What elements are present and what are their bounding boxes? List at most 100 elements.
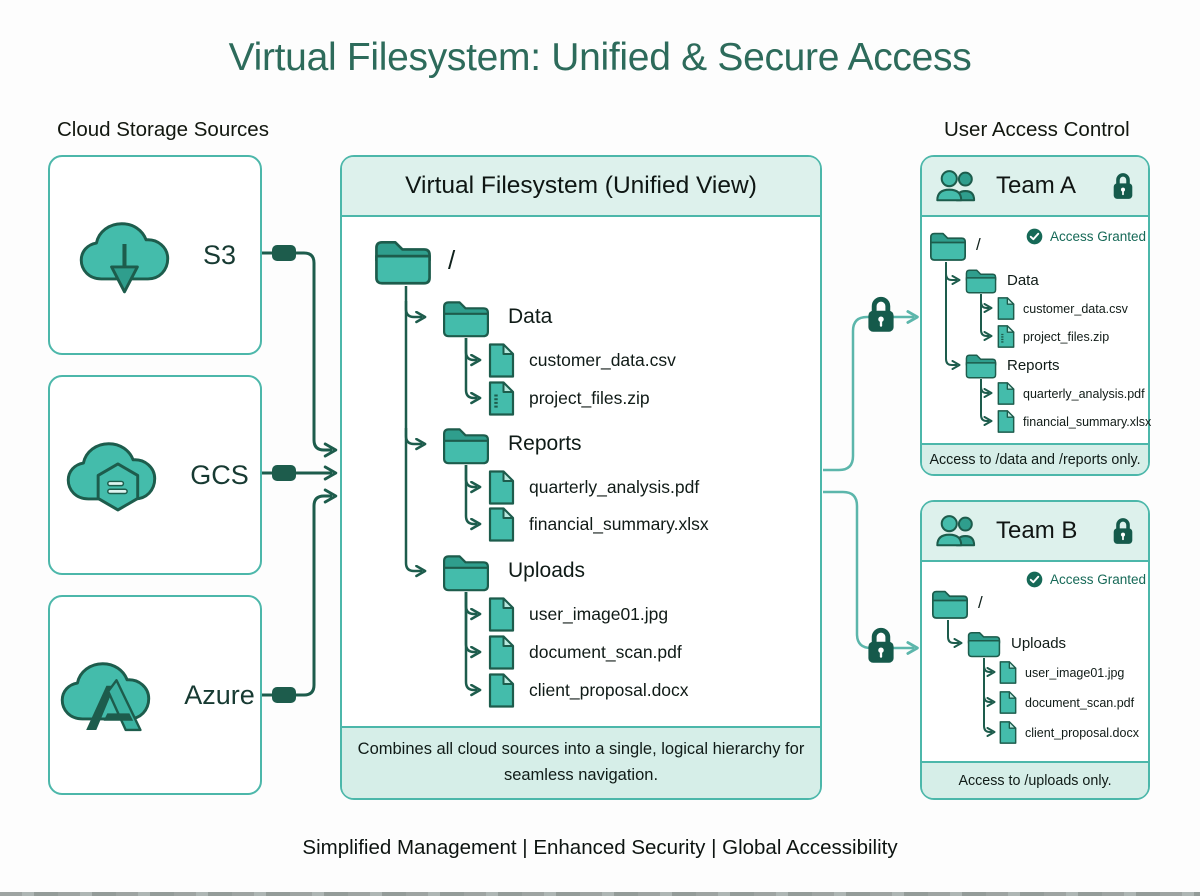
folder-icon: [966, 628, 1002, 658]
folder-label: Uploads: [508, 559, 586, 582]
footer-tagline: Simplified Management | Enhanced Securit…: [302, 836, 898, 859]
vfs-root-label: /: [448, 244, 456, 275]
vfs-file-row: financial_summary.xlsx: [486, 506, 709, 543]
source-box-s3: S3: [48, 155, 262, 355]
file-label: customer_data.csv: [529, 350, 676, 370]
team-b-note-strip: Access to /uploads only.: [922, 761, 1148, 798]
team-b-root-row: /: [930, 586, 983, 620]
file-label: customer_data.csv: [1023, 301, 1128, 316]
source-box-gcs: GCS: [48, 375, 262, 575]
bottom-edge-artifact: [0, 892, 1200, 896]
folder-icon: [372, 234, 434, 286]
cloud-storage-icon: [61, 429, 173, 521]
access-section-label: User Access Control: [944, 118, 1130, 141]
team-b-file-row: client_proposal.docx: [998, 720, 1139, 745]
source-box-azure: Azure: [48, 595, 262, 795]
plug-icon: [272, 687, 296, 703]
team-a-folder-row: Reports: [964, 351, 1060, 379]
team-a-note: Access to /data and /reports only.: [929, 451, 1141, 468]
vfs-root-row: /: [372, 234, 455, 286]
cloud-download-icon: [74, 209, 186, 301]
file-icon: [998, 690, 1018, 715]
file-icon: [486, 469, 517, 506]
file-label: document_scan.pdf: [529, 642, 682, 662]
team-b-folder-row: Uploads: [966, 628, 1066, 658]
lock-icon: [868, 630, 893, 663]
team-b-header: Team B: [922, 502, 1148, 562]
vfs-panel-header: Virtual Filesystem (Unified View): [342, 157, 820, 217]
team-a-file-row: project_files.zip: [996, 324, 1109, 349]
vfs-file-row: client_proposal.docx: [486, 672, 689, 709]
file-icon: [486, 672, 517, 709]
vfs-file-row: quarterly_analysis.pdf: [486, 469, 699, 506]
status-label: Access Granted: [1050, 572, 1147, 587]
team-a-name: Team A: [996, 172, 1077, 199]
vfs-caption-strip: Combines all cloud sources into a single…: [342, 726, 820, 798]
sources-section-label: Cloud Storage Sources: [57, 118, 269, 141]
team-a-file-row: quarterly_analysis.pdf: [996, 381, 1145, 406]
team-a-file-row: financial_summary.xlsx: [996, 409, 1151, 434]
file-icon: [996, 296, 1016, 321]
lock-icon: [1111, 171, 1135, 202]
folder-icon: [440, 423, 492, 465]
folder-label: Reports: [508, 432, 582, 455]
team-b-status-badge: Access Granted: [1026, 571, 1146, 588]
vfs-folder-row: Data: [440, 296, 552, 338]
file-label: quarterly_analysis.pdf: [529, 477, 700, 497]
file-icon: [486, 596, 517, 633]
file-label: client_proposal.docx: [529, 680, 689, 700]
folder-icon: [964, 266, 998, 294]
plug-icon: [272, 465, 296, 481]
status-label: Access Granted: [1050, 229, 1147, 244]
team-a-root-row: /: [928, 228, 981, 262]
team-b-file-row: document_scan.pdf: [998, 690, 1134, 715]
team-a-note-strip: Access to /data and /reports only.: [922, 443, 1148, 474]
file-label: financial_summary.xlsx: [1023, 414, 1152, 429]
folder-icon: [440, 296, 492, 338]
source-connectors: [262, 251, 338, 697]
vfs-file-row: document_scan.pdf: [486, 634, 682, 671]
team-b-note: Access to /uploads only.: [958, 772, 1112, 789]
plug-icon: [272, 245, 296, 261]
team-a-folder-row: Data: [964, 266, 1039, 294]
check-circle-icon: [1026, 571, 1043, 588]
folder-icon: [440, 550, 492, 592]
vfs-panel-title: Virtual Filesystem (Unified View): [405, 172, 757, 199]
source-label-s3: S3: [202, 239, 237, 270]
folder-label: Reports: [1007, 356, 1060, 374]
team-b-name: Team B: [996, 517, 1078, 544]
folder-icon: [964, 351, 998, 379]
file-label: quarterly_analysis.pdf: [1023, 386, 1145, 401]
root-label: /: [976, 235, 981, 254]
file-icon: [486, 342, 517, 379]
lock-icon: [1111, 516, 1135, 547]
folder-label: Data: [508, 305, 553, 328]
vfs-folder-row: Uploads: [440, 550, 585, 592]
source-label-gcs: GCS: [190, 459, 249, 490]
team-b-file-row: user_image01.jpg: [998, 660, 1124, 685]
folder-icon: [930, 586, 970, 620]
file-label: document_scan.pdf: [1025, 695, 1135, 710]
vfs-folder-row: Reports: [440, 423, 582, 465]
vfs-file-row: project_files.zip: [486, 380, 650, 417]
lock-icon: [868, 299, 893, 332]
file-label: user_image01.jpg: [529, 604, 669, 624]
folder-icon: [928, 228, 968, 262]
root-label: /: [978, 593, 983, 612]
file-label: client_proposal.docx: [1025, 725, 1139, 740]
cloud-azure-icon: [55, 649, 167, 741]
file-label: user_image01.jpg: [1025, 665, 1125, 680]
team-a-header: Team A: [922, 157, 1148, 217]
users-icon: [935, 514, 981, 548]
file-icon: [996, 409, 1016, 434]
access-connectors: [823, 310, 919, 655]
users-icon: [935, 169, 981, 203]
file-icon: [998, 720, 1018, 745]
vfs-file-row: customer_data.csv: [486, 342, 676, 379]
file-icon: [486, 634, 517, 671]
file-zip-icon: [996, 324, 1016, 349]
vfs-file-row: user_image01.jpg: [486, 596, 668, 633]
team-a-file-row: customer_data.csv: [996, 296, 1128, 321]
file-icon: [998, 660, 1018, 685]
